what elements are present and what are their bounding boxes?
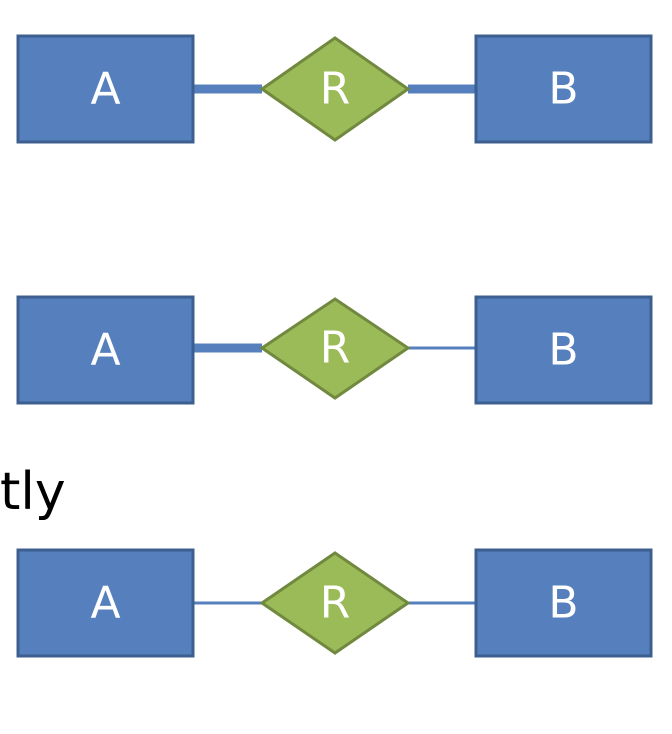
entity-a-2-label: A (90, 325, 120, 376)
entity-b-3-label: B (548, 578, 578, 629)
relationship-r-1-label: R (320, 64, 351, 115)
er-diagram-2: A R B (16, 295, 653, 405)
entity-a-2[interactable]: A (16, 295, 195, 405)
entity-b-3[interactable]: B (474, 548, 653, 658)
entity-b-1-label: B (548, 64, 578, 115)
entity-a-1-label: A (90, 64, 120, 115)
er-diagram-3: A R B (16, 548, 653, 658)
relationship-r-3[interactable]: R (259, 551, 411, 655)
entity-b-2-label: B (548, 325, 578, 376)
entity-a-3-label: A (90, 578, 120, 629)
relationship-r-2-label: R (320, 323, 351, 374)
er-diagram-1: A R B (16, 34, 653, 144)
entity-a-1[interactable]: A (16, 34, 195, 144)
relationship-r-2[interactable]: R (259, 297, 411, 400)
cropped-text-fragment: tly (0, 462, 66, 522)
entity-a-3[interactable]: A (16, 548, 195, 658)
relationship-r-3-label: R (320, 578, 351, 629)
relationship-r-1[interactable]: R (259, 36, 411, 142)
entity-b-2[interactable]: B (474, 295, 653, 405)
entity-b-1[interactable]: B (474, 34, 653, 144)
